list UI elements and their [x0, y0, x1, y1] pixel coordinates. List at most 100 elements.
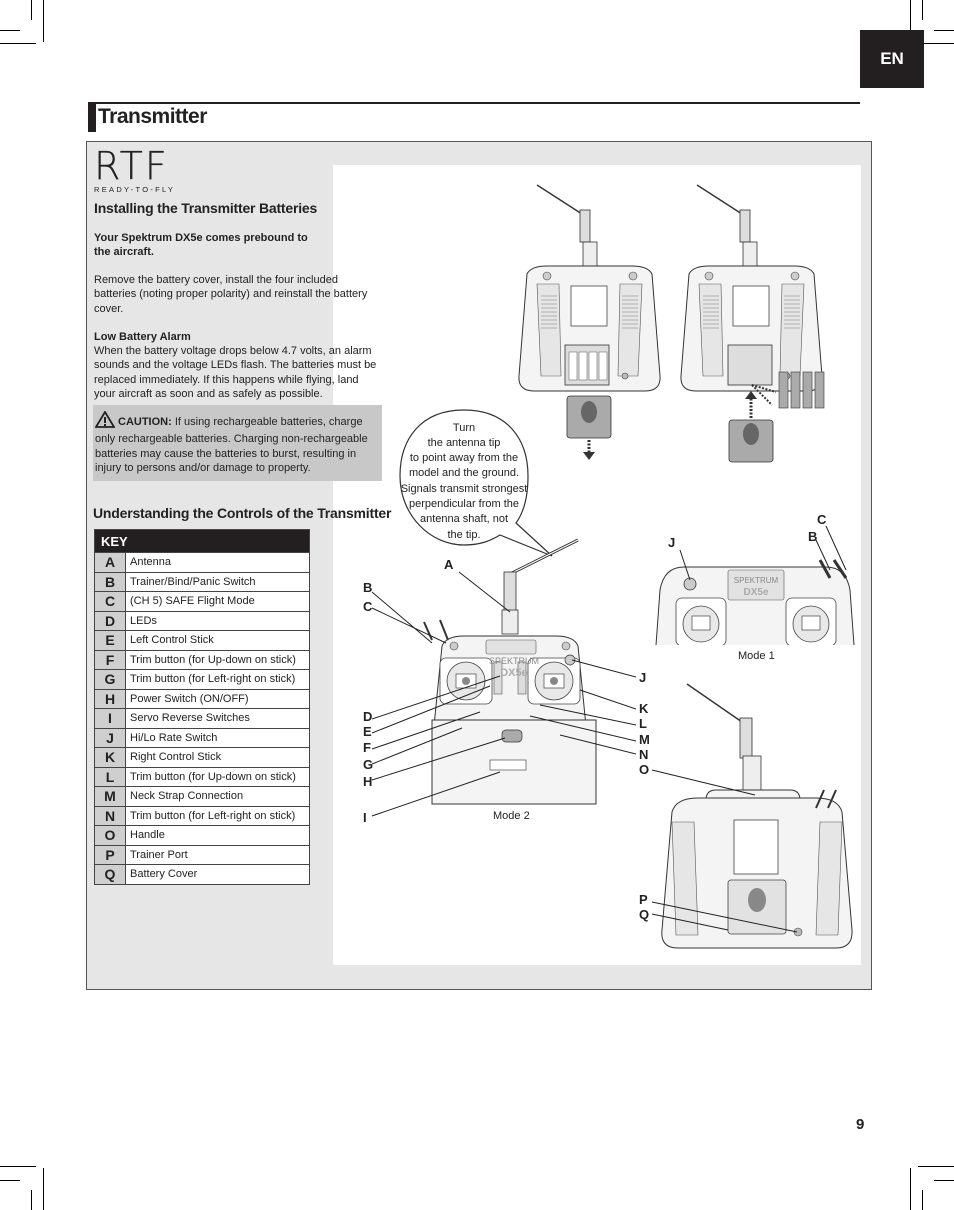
crop-mark	[31, 1190, 32, 1210]
key-description: Trim button (for Left-right on stick)	[125, 669, 310, 690]
key-letter: K	[94, 747, 126, 768]
callout-q: Q	[639, 907, 649, 922]
prebound-note: Your Spektrum DX5e comes prebound to the…	[94, 232, 308, 259]
bubble-line: to point away from the	[410, 452, 518, 464]
rtf-logo: RTF READY-TO-FLY	[94, 144, 176, 194]
mode2-transmitter-illustration: SPEKTRUM DX5e	[423, 538, 597, 805]
crop-mark	[0, 1166, 36, 1167]
key-letter: H	[94, 688, 126, 709]
crop-mark	[0, 43, 36, 44]
crop-mark	[918, 1166, 954, 1167]
install-instructions: Remove the battery cover, install the fo…	[94, 274, 368, 315]
rtf-logo-text: RTF	[94, 144, 169, 188]
crop-mark	[31, 0, 32, 20]
key-description: Trim button (for Up-down on stick)	[125, 649, 310, 670]
caution-label: CAUTION:	[118, 416, 172, 428]
caution-box: CAUTION: If using rechargeable batteries…	[93, 405, 382, 481]
crop-mark	[934, 1180, 954, 1181]
key-description: Battery Cover	[125, 864, 310, 885]
bubble-line: Turn	[453, 422, 475, 434]
key-description: LEDs	[125, 610, 310, 631]
key-description: Left Control Stick	[125, 630, 310, 651]
page-number: 9	[856, 1116, 865, 1133]
callout-c-mode1: C	[817, 512, 827, 527]
crop-mark	[918, 43, 954, 44]
key-letter: P	[94, 844, 126, 865]
callout-i: I	[363, 810, 367, 825]
mode1-label: Mode 1	[738, 650, 775, 662]
bubble-line: antenna shaft, not	[420, 513, 508, 525]
key-table-header: KEY	[94, 529, 310, 553]
brand-text: SPEKTRUM	[489, 656, 539, 666]
callout-c: C	[363, 599, 373, 614]
key-description: Servo Reverse Switches	[125, 708, 310, 729]
language-tab: EN	[860, 30, 924, 88]
key-description: Handle	[125, 825, 310, 846]
bubble-line: the antenna tip	[428, 437, 501, 449]
key-description: (CH 5) SAFE Flight Mode	[125, 591, 310, 612]
page-title: Transmitter	[98, 105, 207, 128]
leader-lines	[371, 525, 847, 933]
callout-j: J	[639, 670, 646, 685]
caution-text: If using rechargeable batteries, charge …	[95, 416, 368, 475]
callout-a: A	[444, 557, 454, 572]
callout-b: B	[363, 580, 372, 595]
brand-text: SPEKTRUM	[734, 576, 779, 585]
crop-mark	[934, 30, 954, 31]
key-description: Antenna	[125, 552, 310, 573]
alarm-text: When the battery voltage drops below 4.7…	[94, 345, 377, 401]
callout-h: H	[363, 774, 372, 789]
title-bar	[88, 104, 96, 132]
key-description: Trainer/Bind/Panic Switch	[125, 571, 310, 592]
key-description: Trainer Port	[125, 844, 310, 865]
callout-e: E	[363, 724, 372, 739]
model-text: DX5e	[500, 667, 528, 679]
crop-mark	[922, 1190, 923, 1210]
crop-mark	[43, 0, 44, 42]
rtf-logo-subtext: READY-TO-FLY	[94, 185, 176, 194]
key-description: Trim button (for Left-right on stick)	[125, 805, 310, 826]
key-letter: A	[94, 552, 126, 573]
bubble-line: the tip.	[447, 529, 480, 541]
rear-transmitter-illustration	[661, 683, 853, 949]
callout-p: P	[639, 892, 648, 907]
key-letter: Q	[94, 864, 126, 885]
key-letter: D	[94, 610, 126, 631]
callout-m: M	[639, 732, 650, 747]
model-text: DX5e	[743, 587, 768, 598]
callout-l: L	[639, 716, 647, 731]
crop-mark	[0, 30, 20, 31]
title-rule	[88, 102, 860, 104]
key-description: Neck Strap Connection	[125, 786, 310, 807]
mode1-transmitter-illustration: SPEKTRUM DX5e	[650, 559, 860, 647]
callout-o: O	[639, 762, 649, 777]
warning-icon	[94, 410, 116, 432]
callout-d: D	[363, 709, 372, 724]
alarm-heading: Low Battery Alarm	[94, 331, 191, 343]
controls-heading: Understanding the Controls of the Transm…	[93, 505, 392, 521]
installing-heading: Installing the Transmitter Batteries	[94, 200, 318, 216]
key-table-header-row: KEY	[94, 529, 310, 553]
callout-j-mode1: J	[668, 535, 675, 550]
callout-k: K	[639, 701, 649, 716]
crop-mark	[910, 1168, 911, 1210]
mode2-label: Mode 2	[493, 810, 530, 822]
key-letter: B	[94, 571, 126, 592]
bubble-line: model and the ground.	[409, 467, 519, 479]
callout-n: N	[639, 747, 648, 762]
bubble-line: perpendicular from the	[409, 498, 519, 510]
crop-mark	[0, 1180, 20, 1181]
